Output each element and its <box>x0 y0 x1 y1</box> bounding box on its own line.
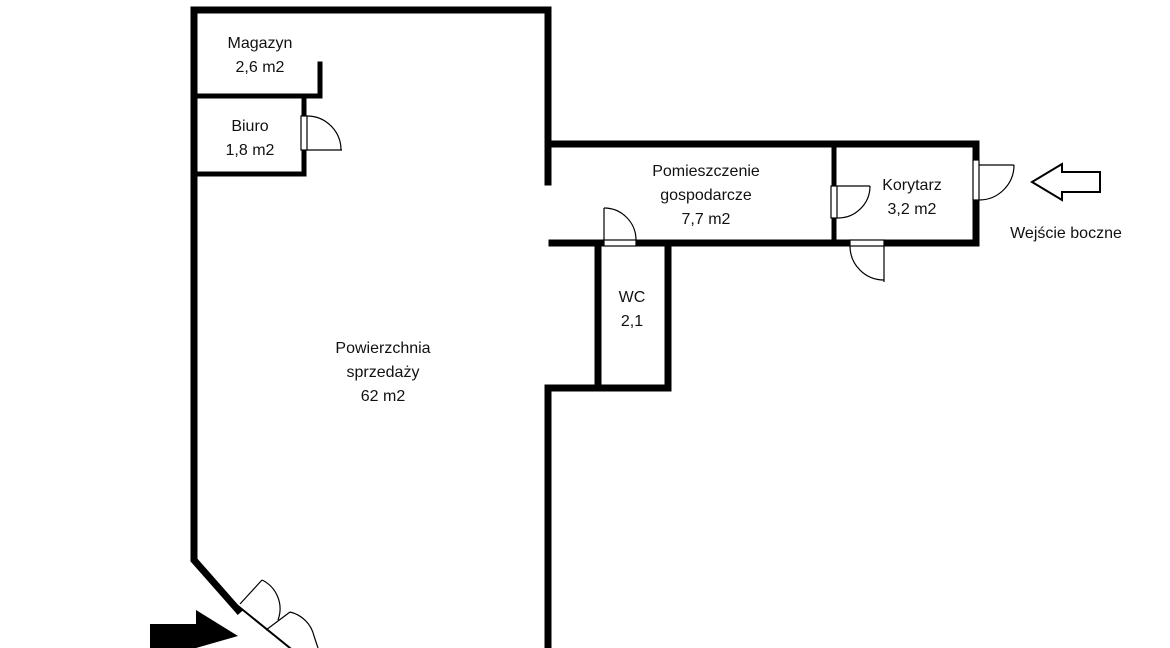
door-biuro <box>300 115 342 151</box>
wc-name: WC <box>619 289 646 306</box>
arrows <box>150 162 1101 648</box>
outer-wall-right-wing-top <box>544 140 980 164</box>
door-korytarz-bottom <box>849 239 885 282</box>
door-korytarz-inner <box>830 185 871 219</box>
door-gospodarcze <box>603 207 637 247</box>
pomieszczenie-name-line1: Pomieszczenie <box>652 163 760 180</box>
pomieszczenie-name-line2: gospodarcze <box>660 187 752 204</box>
magazyn-area: 2,6 m2 <box>236 59 285 76</box>
sprzedaz-name-line2: sprzedaży <box>347 364 420 381</box>
main-entrance-arrow-icon <box>150 610 238 648</box>
labels: Magazyn 2,6 m2 Biuro 1,8 m2 Pomieszczeni… <box>226 35 1122 405</box>
wall-wc-right <box>544 239 672 648</box>
outer-wall-corridor-right <box>880 196 980 247</box>
wc-area: 2,1 <box>621 313 643 330</box>
sprzedaz-area: 62 m2 <box>361 388 406 405</box>
biuro-area: 1,8 m2 <box>226 142 275 159</box>
korytarz-area: 3,2 m2 <box>888 201 937 218</box>
walls <box>190 6 980 648</box>
magazyn-name: Magazyn <box>228 35 293 52</box>
door-main-entrance <box>236 579 319 648</box>
side-entrance-arrow-icon <box>1030 162 1101 202</box>
biuro-name: Biuro <box>231 118 268 135</box>
doors <box>236 115 1015 648</box>
sprzedaz-name-line1: Powierzchnia <box>335 340 430 357</box>
pomieszczenie-area: 7,7 m2 <box>682 211 731 228</box>
outer-wall-main <box>190 6 552 615</box>
side-entrance-label: Wejście boczne <box>1010 225 1122 242</box>
door-side-entrance <box>972 159 1015 201</box>
korytarz-name: Korytarz <box>882 177 942 194</box>
